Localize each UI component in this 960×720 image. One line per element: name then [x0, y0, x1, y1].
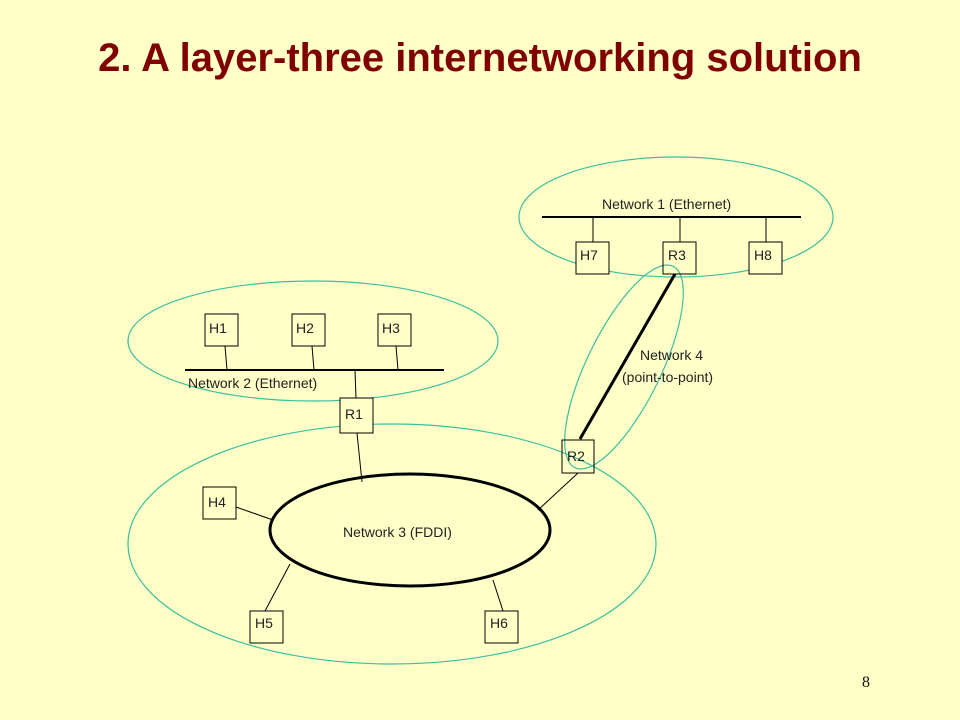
network-1-outline	[518, 156, 834, 278]
node-h1: H1	[204, 313, 239, 347]
node-r3-label: R3	[668, 247, 686, 263]
node-h8: H8	[748, 241, 783, 275]
node-h5-label: H5	[255, 615, 273, 631]
network-3-outline	[127, 423, 657, 665]
node-h4: H4	[202, 486, 237, 520]
network-1-label: Network 1 (Ethernet)	[602, 196, 731, 212]
node-h5: H5	[249, 610, 284, 644]
node-h1-label: H1	[209, 320, 227, 336]
network-2-outline	[127, 280, 499, 402]
network-4-link	[578, 273, 677, 440]
slide-title: 2. A layer-three internetworking solutio…	[98, 36, 862, 80]
node-h2-label: H2	[296, 320, 314, 336]
node-h6-label: H6	[490, 615, 508, 631]
network-3-label: Network 3 (FDDI)	[343, 524, 452, 540]
r1-fddi-link	[356, 432, 363, 483]
node-h8-label: H8	[754, 247, 772, 263]
r2-fddi-link	[537, 472, 579, 511]
node-r1: R1	[339, 397, 374, 434]
h5-fddi-link	[264, 563, 291, 612]
h4-fddi-link	[235, 506, 274, 521]
network-3-ring	[268, 472, 552, 588]
node-r3: R3	[662, 241, 697, 275]
node-h4-label: H4	[208, 494, 226, 510]
h3-link	[395, 345, 399, 371]
node-r1-label: R1	[345, 406, 363, 422]
h2-link	[311, 345, 315, 371]
node-h2: H2	[291, 313, 326, 347]
r1-net2-link	[354, 369, 357, 399]
network-4-outline	[564, 264, 684, 470]
h1-link	[224, 345, 228, 371]
node-h3-label: H3	[382, 320, 400, 336]
node-h6: H6	[484, 610, 519, 644]
node-r2-label: R2	[567, 448, 585, 464]
node-h3: H3	[377, 313, 412, 347]
page-number: 8	[862, 674, 870, 691]
h6-fddi-link	[492, 579, 504, 612]
network-4-label: Network 4	[640, 347, 703, 363]
node-h7-label: H7	[580, 247, 598, 263]
node-h7: H7	[575, 241, 610, 275]
network-2-label: Network 2 (Ethernet)	[188, 375, 317, 391]
network-4-sublabel: (point-to-point)	[622, 369, 713, 385]
node-r2: R2	[561, 439, 595, 474]
